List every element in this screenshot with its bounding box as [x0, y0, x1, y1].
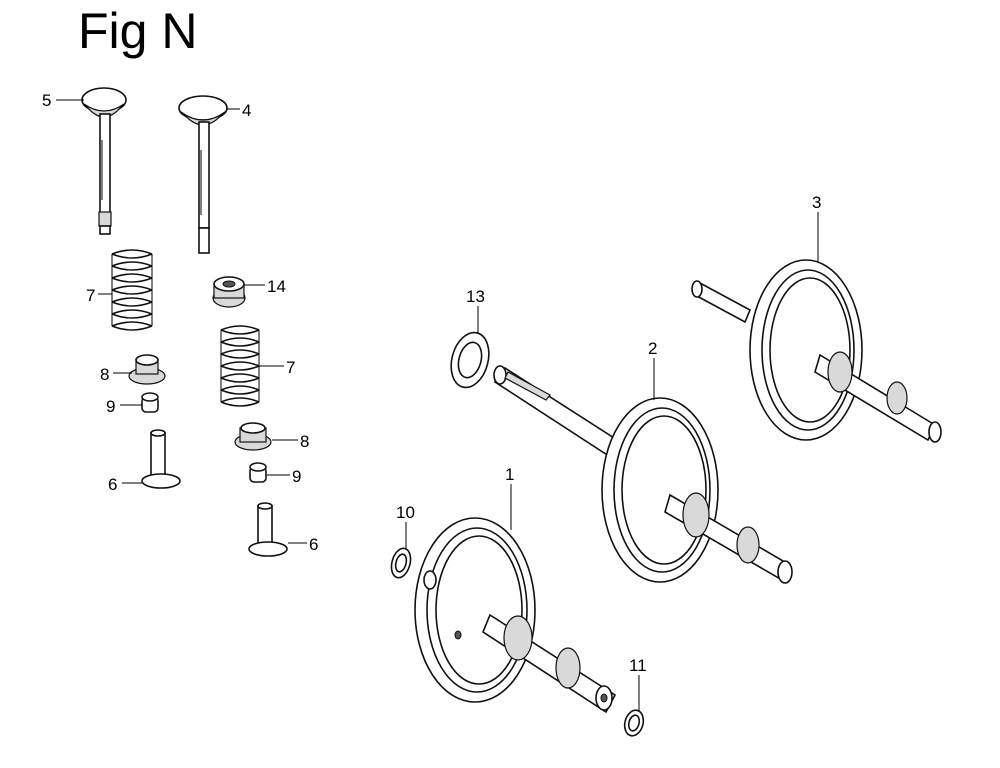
valve-cotter-part-9-right [249, 462, 267, 483]
callout-6-left: 6 [108, 475, 117, 494]
callout-1: 1 [505, 465, 514, 484]
callout-11: 11 [629, 656, 647, 675]
callout-8-right: 8 [300, 432, 309, 451]
valve-retainer-part-8-left [128, 354, 166, 385]
callout-13: 13 [466, 287, 485, 306]
valve-tappet-part-6-left [141, 429, 181, 489]
callout-3: 3 [812, 193, 821, 212]
valve-spring-part-7-right [220, 325, 260, 412]
leader-lines [56, 99, 819, 711]
valve-part-5 [81, 87, 127, 235]
camshaft-gear-part-3 [691, 259, 942, 443]
washer-part-10 [390, 547, 412, 579]
valve-cotter-part-9-left [141, 392, 159, 413]
callout-14: 14 [267, 277, 286, 296]
valve-stem-seal-part-14 [212, 276, 246, 308]
figure-title: Fig N [78, 3, 198, 59]
callout-2: 2 [648, 339, 657, 358]
valve-retainer-part-8-right [234, 422, 272, 451]
callout-7-right: 7 [286, 358, 295, 377]
washer-part-11 [623, 709, 645, 737]
callout-7-left: 7 [86, 286, 95, 305]
callout-9-right: 9 [292, 467, 301, 486]
callout-6-right: 6 [309, 535, 318, 554]
callout-9-left: 9 [106, 397, 115, 416]
valve-tappet-part-6-right [248, 502, 288, 557]
callout-10: 10 [396, 503, 415, 522]
callout-8-left: 8 [100, 365, 109, 384]
callout-5: 5 [42, 91, 51, 110]
callout-4: 4 [242, 101, 251, 120]
camshaft-gear-part-1 [414, 517, 617, 714]
camshaft-gear-part-2 [493, 365, 793, 584]
thrust-washer-part-13 [450, 331, 490, 389]
valve-part-4 [178, 95, 228, 254]
valve-spring-part-7-left [111, 249, 153, 336]
